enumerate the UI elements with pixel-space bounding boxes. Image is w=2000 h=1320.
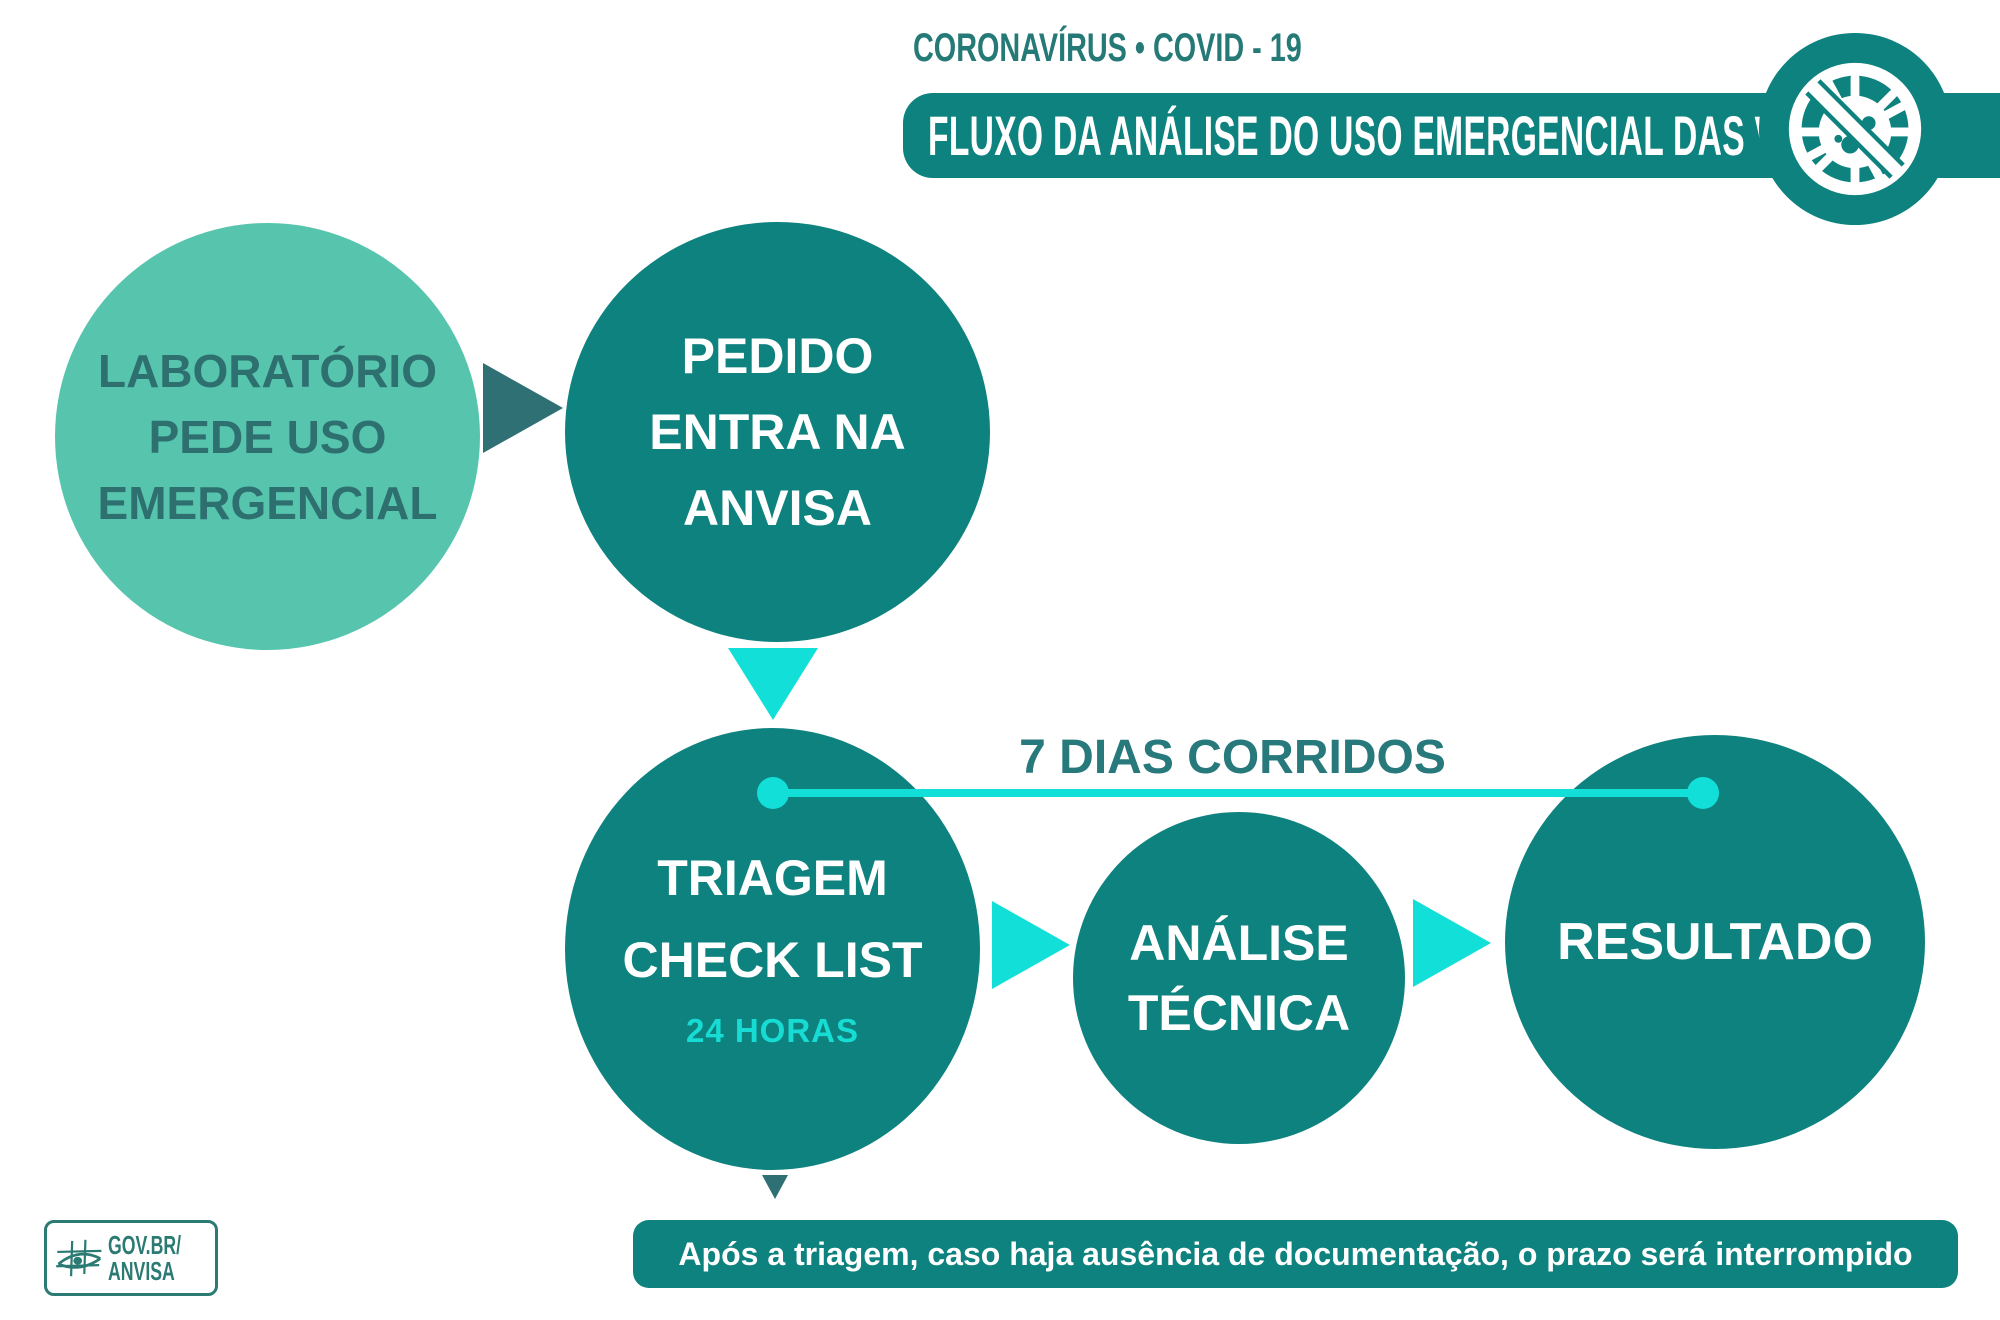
footer-note-text: Após a triagem, caso haja ausência de do… (678, 1235, 1913, 1272)
arrow-right-icon (1413, 899, 1491, 987)
step-pedido-line1: PEDIDO (681, 328, 874, 384)
step-resultado-line1: RESULTADO (1557, 913, 1873, 971)
step-pedido-line2: ENTRA NA (649, 404, 906, 460)
no-virus-icon (1757, 31, 1953, 227)
header-kicker: CORONAVÍRUS • COVID - 19 (913, 26, 1453, 70)
govbr-anvisa-logo: GOV.BR/ ANVISA (44, 1220, 218, 1296)
no-virus-icon-svg (1758, 32, 1952, 226)
footer-note-banner: Após a triagem, caso haja ausência de do… (633, 1220, 1958, 1288)
step-analise-line2: TÉCNICA (1127, 985, 1351, 1041)
header-kicker-text: CORONAVÍRUS • COVID - 19 (913, 26, 1302, 70)
step-laboratorio-line2: PEDE USO (148, 410, 387, 463)
step-triagem-line1: TRIAGEM (657, 850, 888, 906)
step-laboratorio-line1: LABORATÓRIO (97, 344, 437, 397)
page-title: FLUXO DA ANÁLISE DO USO EMERGENCIAL DAS … (928, 104, 1906, 167)
step-pedido-line3: ANVISA (683, 480, 872, 536)
step-analise-circle: ANÁLISE TÉCNICA (1073, 812, 1405, 1144)
timeline-line (773, 789, 1703, 797)
govbr-anvisa-logo-text: GOV.BR/ ANVISA (108, 1232, 215, 1284)
timeline-label: 7 DIAS CORRIDOS (1019, 731, 1446, 784)
arrow-right-icon (992, 901, 1070, 989)
arrow-down-small-icon (762, 1175, 788, 1199)
arrow-right-icon (483, 363, 563, 453)
step-resultado-circle: RESULTADO (1505, 735, 1925, 1149)
step-pedido-circle: PEDIDO ENTRA NA ANVISA (565, 222, 990, 642)
step-triagem-duration: 24 HORAS (685, 1012, 860, 1049)
step-laboratorio-line3: EMERGENCIAL (97, 476, 438, 529)
logo-line2: ANVISA (107, 1256, 175, 1286)
anvisa-logo-icon (56, 1239, 102, 1277)
arrow-down-icon (728, 648, 818, 720)
step-laboratorio-circle: LABORATÓRIO PEDE USO EMERGENCIAL (55, 223, 480, 650)
timeline-dot-end (1687, 777, 1719, 809)
logo-line1: GOV.BR/ (107, 1230, 181, 1260)
step-analise-line1: ANÁLISE (1129, 915, 1349, 971)
timeline-dot-start (757, 777, 789, 809)
step-triagem-line2: CHECK LIST (622, 932, 923, 988)
